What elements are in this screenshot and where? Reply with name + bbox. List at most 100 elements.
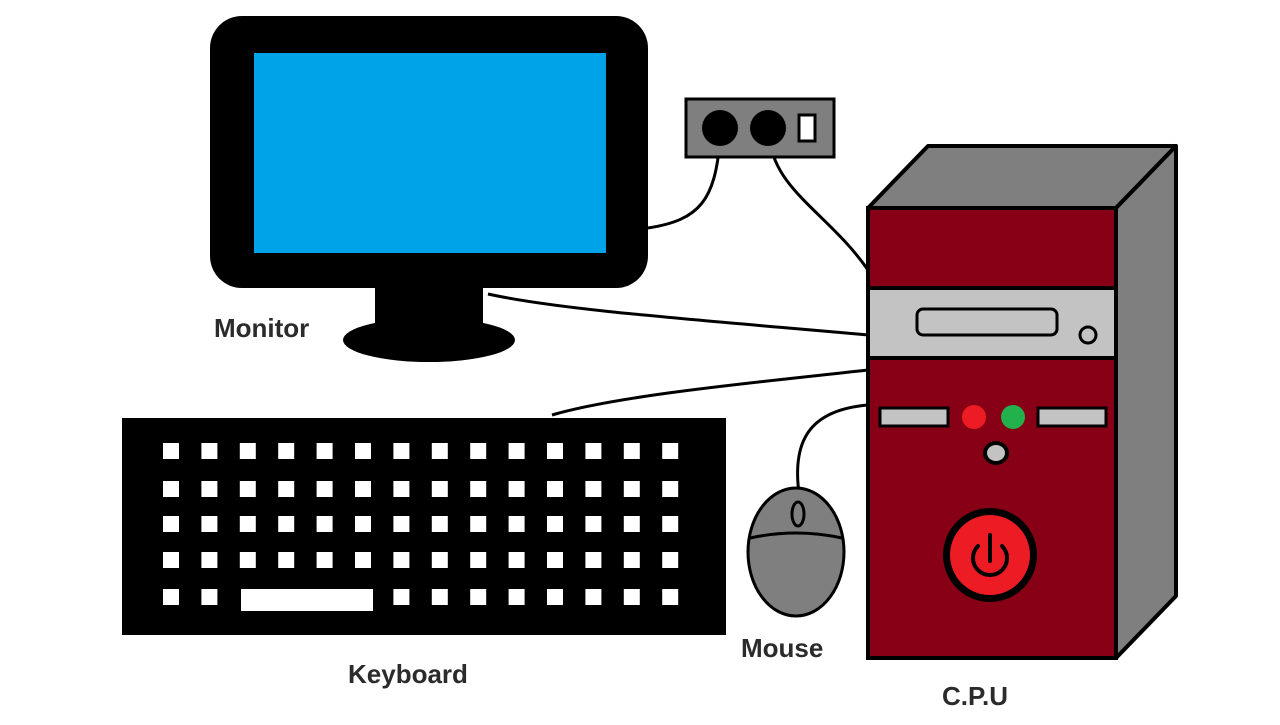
keyboard-key bbox=[239, 516, 256, 532]
keyboard-key bbox=[239, 481, 256, 497]
keyboard-key bbox=[355, 481, 371, 497]
cpu-led-red bbox=[962, 405, 986, 429]
socket-to-cpu-cable bbox=[768, 139, 870, 271]
keyboard-key bbox=[278, 552, 295, 568]
keyboard-key bbox=[623, 552, 640, 568]
keyboard-key bbox=[585, 443, 602, 459]
monitor-to-cpu-cable bbox=[487, 292, 869, 337]
monitor-base bbox=[343, 318, 515, 362]
keyboard-key bbox=[623, 589, 640, 605]
cpu-bay-right bbox=[1036, 406, 1108, 428]
mouse-button-divider bbox=[749, 531, 843, 540]
keyboard-key bbox=[547, 516, 563, 532]
keyboard-key bbox=[393, 516, 410, 532]
keyboard-key bbox=[163, 481, 179, 497]
keyboard-key bbox=[278, 443, 295, 459]
keyboard-key bbox=[201, 443, 218, 459]
cpu-label: C.P.U bbox=[942, 681, 1008, 711]
cpu-side bbox=[1114, 144, 1178, 660]
cpu-disc-slot bbox=[915, 307, 1059, 337]
keyboard-key bbox=[470, 552, 487, 568]
socket-hole-right bbox=[750, 110, 786, 146]
cpu-eject-button bbox=[1078, 325, 1098, 345]
keyboard-key bbox=[585, 516, 602, 532]
keyboard-key bbox=[623, 443, 640, 459]
keyboard-key bbox=[431, 481, 448, 497]
keyboard-key bbox=[355, 552, 371, 568]
keyboard-key bbox=[585, 589, 602, 605]
keyboard-key bbox=[239, 443, 256, 459]
keyboard-key bbox=[547, 552, 563, 568]
keyboard-key bbox=[547, 589, 563, 605]
mouse-body bbox=[746, 486, 846, 618]
keyboard-key bbox=[393, 443, 410, 459]
keyboard-key bbox=[662, 443, 679, 459]
keyboard-key bbox=[623, 481, 640, 497]
keyboard-key bbox=[662, 481, 679, 497]
keyboard-key bbox=[278, 481, 295, 497]
mouse-label: Mouse bbox=[741, 633, 824, 663]
keyboard-key bbox=[393, 589, 410, 605]
keyboard-key bbox=[278, 516, 295, 532]
cpu-led-green bbox=[1001, 405, 1025, 429]
keyboard-key bbox=[508, 443, 525, 459]
keyboard-key bbox=[316, 481, 333, 497]
monitor-label: Monitor bbox=[214, 313, 310, 343]
keyboard bbox=[122, 418, 726, 635]
keyboard-key bbox=[316, 552, 333, 568]
mouse-scroll-wheel bbox=[790, 500, 806, 528]
keyboard-key bbox=[163, 552, 179, 568]
power-socket bbox=[684, 97, 836, 159]
keyboard-key bbox=[662, 516, 679, 532]
keyboard-key bbox=[393, 552, 410, 568]
power-symbol-icon bbox=[971, 533, 1009, 578]
keyboard-key bbox=[470, 443, 487, 459]
keyboard-key bbox=[547, 443, 563, 459]
monitor-screen bbox=[254, 53, 606, 253]
keyboard-key bbox=[623, 516, 640, 532]
keyboard-key bbox=[163, 443, 179, 459]
keyboard-key bbox=[431, 552, 448, 568]
keyboard-key bbox=[585, 552, 602, 568]
socket-switch bbox=[797, 113, 817, 143]
keyboard-key bbox=[470, 589, 487, 605]
keyboard-key bbox=[508, 589, 525, 605]
keyboard-cable bbox=[551, 368, 869, 417]
keyboard-key bbox=[239, 552, 256, 568]
keyboard-key bbox=[201, 589, 218, 605]
mouse bbox=[746, 486, 846, 618]
keyboard-key bbox=[547, 481, 563, 497]
keyboard-key bbox=[431, 443, 448, 459]
keyboard-key bbox=[163, 516, 179, 532]
keyboard-key bbox=[201, 516, 218, 532]
keyboard-key bbox=[431, 516, 448, 532]
mouse-cable bbox=[796, 403, 869, 501]
keyboard-key bbox=[662, 552, 679, 568]
keyboard-key bbox=[585, 481, 602, 497]
keyboard-key bbox=[508, 552, 525, 568]
keyboard-key bbox=[316, 443, 333, 459]
keyboard-key bbox=[662, 589, 679, 605]
keyboard-key bbox=[163, 589, 179, 605]
keyboard-keys bbox=[163, 443, 679, 605]
cpu-reset-button bbox=[983, 441, 1009, 465]
keyboard-key bbox=[508, 481, 525, 497]
keyboard-spacebar bbox=[241, 589, 373, 611]
keyboard-key bbox=[316, 516, 333, 532]
keyboard-key bbox=[201, 552, 218, 568]
keyboard-key bbox=[355, 443, 371, 459]
keyboard-key bbox=[393, 481, 410, 497]
keyboard-key bbox=[355, 516, 371, 532]
keyboard-key bbox=[508, 516, 525, 532]
cpu-tower bbox=[866, 144, 1178, 660]
keyboard-key bbox=[470, 516, 487, 532]
keyboard-key bbox=[431, 589, 448, 605]
monitor bbox=[210, 16, 648, 362]
keyboard-label: Keyboard bbox=[348, 659, 468, 689]
socket-hole-left bbox=[702, 110, 738, 146]
cpu-bay-left bbox=[878, 406, 950, 428]
keyboard-key bbox=[201, 481, 218, 497]
keyboard-key bbox=[470, 481, 487, 497]
